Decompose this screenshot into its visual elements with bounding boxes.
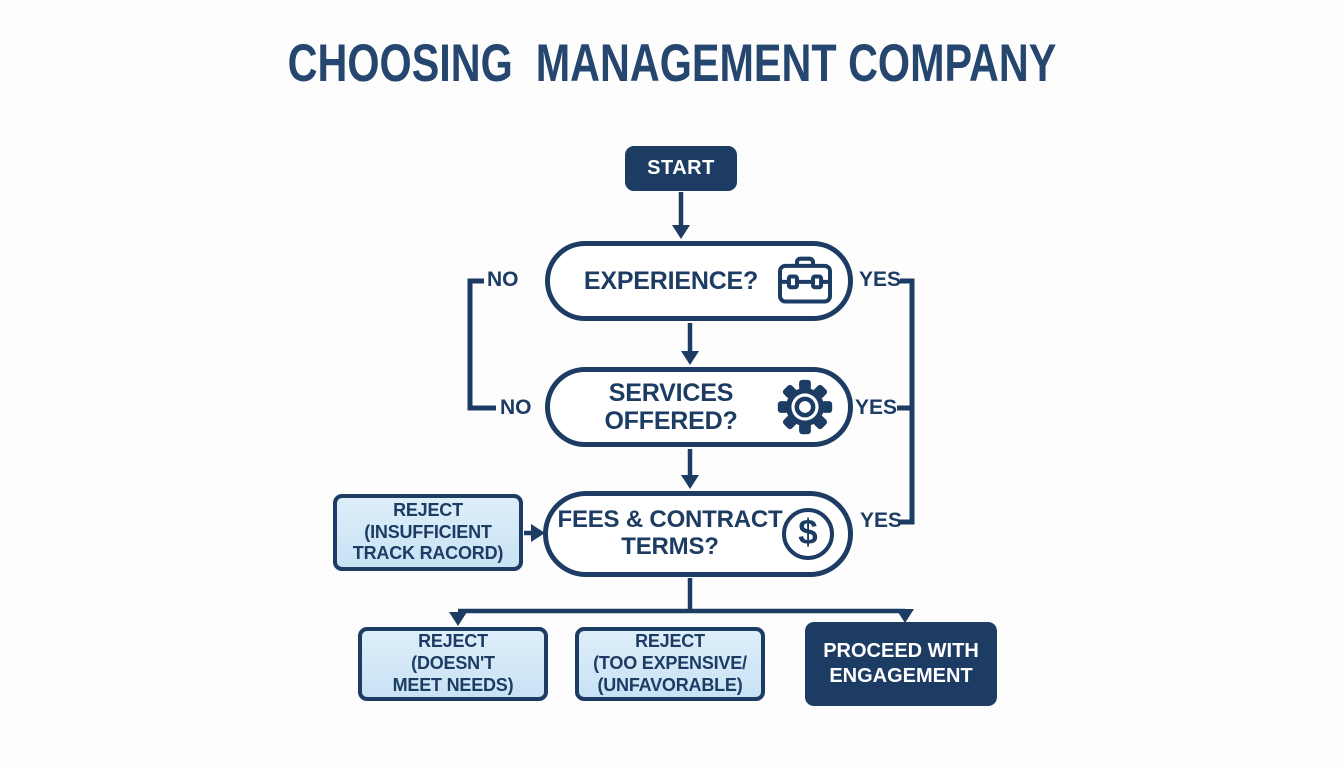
experience-label: EXPERIENCE? — [583, 267, 759, 295]
gear-icon — [776, 378, 834, 436]
experience-node: EXPERIENCE? — [545, 241, 853, 321]
reject-line: REJECT — [393, 499, 463, 520]
start-label: START — [647, 157, 715, 179]
reject-line: MEET NEEDS) — [392, 674, 514, 695]
proceed-box: PROCEED WITH ENGAGEMENT — [805, 622, 997, 706]
label-no-experience: NO — [487, 268, 519, 291]
briefcase-icon — [776, 256, 834, 306]
proceed-line: ENGAGEMENT — [829, 665, 973, 687]
label-yes-fees: YES — [860, 509, 903, 532]
arrow-start-experience — [672, 192, 690, 239]
dollar-icon: $ — [782, 508, 834, 560]
fees-label-line: TERMS? — [621, 533, 719, 560]
reject-needs-box: REJECT (DOESN'T MEET NEEDS) — [358, 627, 548, 701]
arrow-services-fees — [681, 449, 699, 489]
fees-label-line: FEES & CONTRACT — [557, 506, 783, 534]
reject-line: (DOESN'T — [411, 653, 495, 674]
label-no-services: NO — [500, 396, 532, 419]
arrow-reject-fees — [524, 524, 545, 542]
proceed-line: PROCEED WITH — [823, 640, 979, 662]
yes-branch-bracket — [897, 278, 915, 525]
reject-line: (UNFAVORABLE) — [597, 674, 743, 695]
flowchart-title: CHOOSING MANAGEMENT COMPANY — [287, 34, 1057, 93]
label-yes-services: YES — [855, 396, 898, 419]
reject-expensive-box: REJECT (TOO EXPENSIVE/ (UNFAVORABLE) — [575, 627, 765, 701]
arrow-fees-outcomes — [449, 578, 914, 626]
reject-insufficient-box: REJECT (INSUFFICIENT TRACK RACORD) — [333, 494, 523, 571]
reject-line: REJECT — [418, 631, 488, 652]
reject-line: TRACK RACORD) — [352, 543, 504, 564]
services-label: SERVICES OFFERED? — [604, 379, 738, 435]
fees-node: FEES & CONTRACT TERMS? $ — [543, 491, 853, 577]
arrow-experience-services — [681, 323, 699, 365]
dollar-glyph: $ — [782, 508, 834, 560]
no-branch-bracket — [467, 278, 496, 411]
start-node: START — [625, 146, 737, 191]
label-yes-experience: YES — [859, 268, 902, 291]
reject-line: (INSUFFICIENT — [364, 521, 492, 542]
fees-label: FEES & CONTRACT TERMS? — [548, 506, 848, 561]
services-node: SERVICES OFFERED? — [545, 367, 853, 447]
reject-line: REJECT — [635, 631, 705, 652]
reject-line: (TOO EXPENSIVE/ — [593, 653, 747, 674]
